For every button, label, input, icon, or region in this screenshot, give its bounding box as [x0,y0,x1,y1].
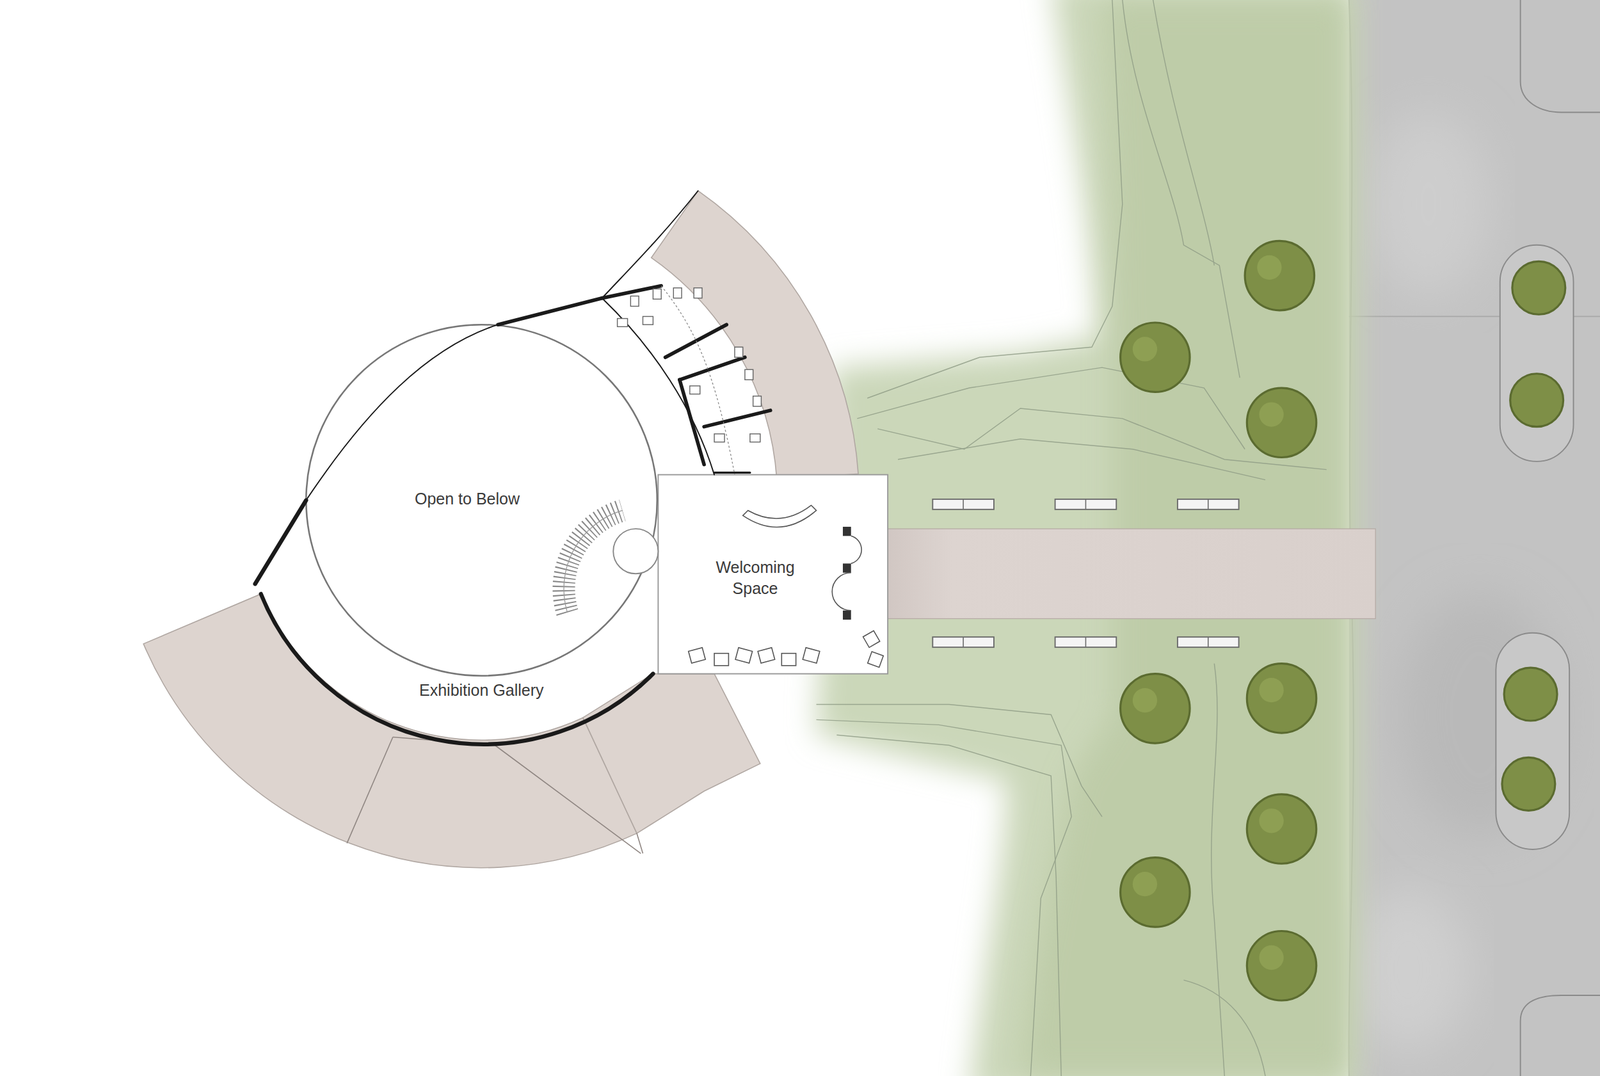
space-name: Exhibition Gallery [419,679,544,701]
gallery-label-area: Exhibition Gallery [414,677,550,704]
space-name: Open to Below [414,488,520,510]
space-name: Welcoming Space [699,556,811,599]
room-label-area: Welcoming Space [694,554,816,601]
void-label-area: Open to Below [409,485,525,512]
